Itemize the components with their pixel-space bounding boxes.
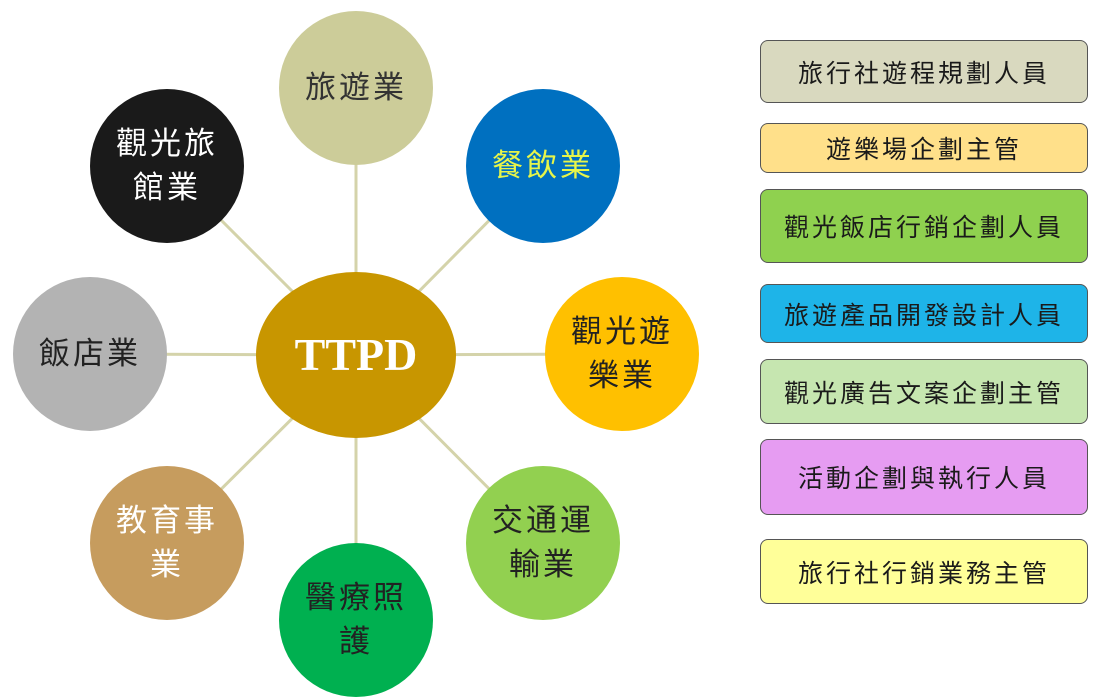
role-label: 旅遊產品開發設計人員: [783, 300, 1064, 330]
industry-node-transport: 交通運輸業: [466, 466, 620, 620]
center-node-ttpd: TTPD: [256, 272, 456, 438]
role-box: 活動企劃與執行人員: [760, 439, 1088, 515]
industry-label: 觀光旅館業: [116, 126, 218, 206]
industry-node-hotel: 飯店業: [13, 277, 167, 431]
industry-node-catering: 餐飲業: [466, 89, 620, 243]
role-label: 旅行社行銷業務主管: [797, 558, 1050, 588]
industry-node-tourist-hotel: 觀光旅館業: [90, 89, 244, 243]
industry-label: 醫療照護: [305, 580, 407, 660]
role-label: 觀光飯店行銷企劃人員: [783, 213, 1064, 242]
role-label: 旅行社遊程規劃人員: [797, 58, 1050, 88]
industry-label: 交通運輸業: [492, 503, 594, 583]
role-box: 觀光飯店行銷企劃人員: [760, 189, 1088, 263]
industry-node-travel: 旅遊業: [279, 11, 433, 165]
industry-node-amusement: 觀光遊樂業: [545, 277, 699, 431]
industry-label: 餐飲業: [492, 148, 594, 184]
center-label: TTPD: [294, 329, 418, 380]
industry-label: 飯店業: [39, 336, 141, 372]
role-label: 活動企劃與執行人員: [797, 464, 1050, 493]
role-box: 觀光廣告文案企劃主管: [760, 359, 1088, 424]
industry-label: 旅遊業: [305, 70, 407, 106]
role-label: 觀光廣告文案企劃主管: [783, 378, 1064, 408]
industry-node-education: 教育事業: [90, 466, 244, 620]
role-box: 旅遊產品開發設計人員: [760, 284, 1088, 343]
industry-label: 觀光遊樂業: [571, 314, 673, 394]
industry-label: 教育事業: [116, 503, 218, 583]
career-role-list: 旅行社遊程規劃人員 遊樂場企劃主管 觀光飯店行銷企劃人員 旅遊產品開發設計人員 …: [760, 0, 1088, 700]
role-box: 旅行社遊程規劃人員: [760, 40, 1088, 103]
role-label: 遊樂場企劃主管: [825, 135, 1022, 164]
industry-node-medical: 醫療照護: [279, 543, 433, 697]
role-box: 旅行社行銷業務主管: [760, 539, 1088, 604]
role-box: 遊樂場企劃主管: [760, 123, 1088, 173]
